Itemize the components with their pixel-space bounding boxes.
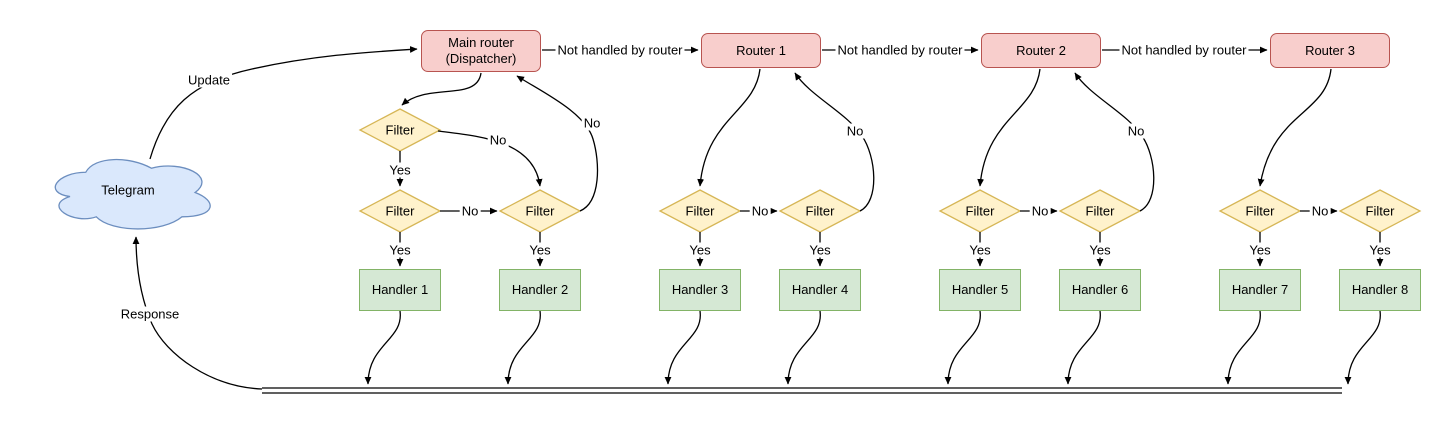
yes-label: Yes <box>687 242 713 258</box>
not-handled-label: Not handled by router <box>835 42 965 58</box>
handler-5-node: Handler 5 <box>939 269 1021 311</box>
response-edge-label: Response <box>118 306 182 322</box>
no-label: No <box>1125 123 1147 139</box>
dispatcher-label-line1: Main router <box>448 35 514 50</box>
filter-label: Filter <box>385 203 415 219</box>
telegram-cloud-shape <box>54 158 211 230</box>
filter-label: Filter <box>965 203 995 219</box>
filter-label: Filter <box>385 122 415 138</box>
handler-1-node: Handler 1 <box>359 269 441 311</box>
filter-label: Filter <box>1245 203 1275 219</box>
no-label: No <box>749 203 771 219</box>
handler-8-node: Handler 8 <box>1339 269 1421 311</box>
handler-1-label: Handler 1 <box>371 282 429 297</box>
update-edge-label: Update <box>186 72 232 88</box>
handler-3-node: Handler 3 <box>659 269 741 311</box>
yes-label: Yes <box>387 242 413 258</box>
handler-8-label: Handler 8 <box>1351 282 1409 297</box>
handler-3-label: Handler 3 <box>671 282 729 297</box>
filter-label: Filter <box>1085 203 1115 219</box>
yes-label: Yes <box>1087 242 1113 258</box>
handler-7-node: Handler 7 <box>1219 269 1301 311</box>
yes-label: Yes <box>1247 242 1273 258</box>
no-label: No <box>581 115 603 131</box>
edge-update <box>149 46 418 160</box>
handler-2-node: Handler 2 <box>499 269 581 311</box>
event-bus-line <box>262 387 1342 394</box>
router-3-node: Router 3 <box>1270 33 1390 68</box>
yes-label: Yes <box>967 242 993 258</box>
filter-diamonds <box>358 108 1422 233</box>
telegram-label: Telegram <box>101 182 155 198</box>
yes-label: Yes <box>387 162 413 178</box>
router-1-node: Router 1 <box>701 33 821 68</box>
router-3-label: Router 3 <box>1305 42 1355 58</box>
handler-5-label: Handler 5 <box>951 282 1009 297</box>
dispatcher-label-line2: (Dispatcher) <box>445 51 517 66</box>
handler-4-label: Handler 4 <box>791 282 849 297</box>
handler-6-label: Handler 6 <box>1071 282 1129 297</box>
not-handled-label: Not handled by router <box>555 42 685 58</box>
no-label: No <box>844 123 866 139</box>
handler-4-node: Handler 4 <box>779 269 861 311</box>
filter-label: Filter <box>805 203 835 219</box>
router-2-node: Router 2 <box>981 33 1101 68</box>
filter-label: Filter <box>685 203 715 219</box>
router-2-label: Router 2 <box>1016 42 1066 58</box>
not-handled-label: Not handled by router <box>1119 42 1249 58</box>
handler-2-label: Handler 2 <box>511 282 569 297</box>
no-label: No <box>459 203 481 219</box>
edge-response <box>132 236 263 390</box>
router-1-label: Router 1 <box>736 42 786 58</box>
connector-edges <box>132 46 1384 390</box>
dispatcher-node: Main router (Dispatcher) <box>421 30 541 72</box>
filter-label: Filter <box>1365 203 1395 219</box>
filter-label: Filter <box>525 203 555 219</box>
yes-label: Yes <box>807 242 833 258</box>
no-label: No <box>1029 203 1051 219</box>
no-label: No <box>1309 203 1331 219</box>
handler-6-node: Handler 6 <box>1059 269 1141 311</box>
no-label: No <box>487 132 509 148</box>
yes-label: Yes <box>527 242 553 258</box>
yes-label: Yes <box>1367 242 1393 258</box>
handler-7-label: Handler 7 <box>1231 282 1289 297</box>
